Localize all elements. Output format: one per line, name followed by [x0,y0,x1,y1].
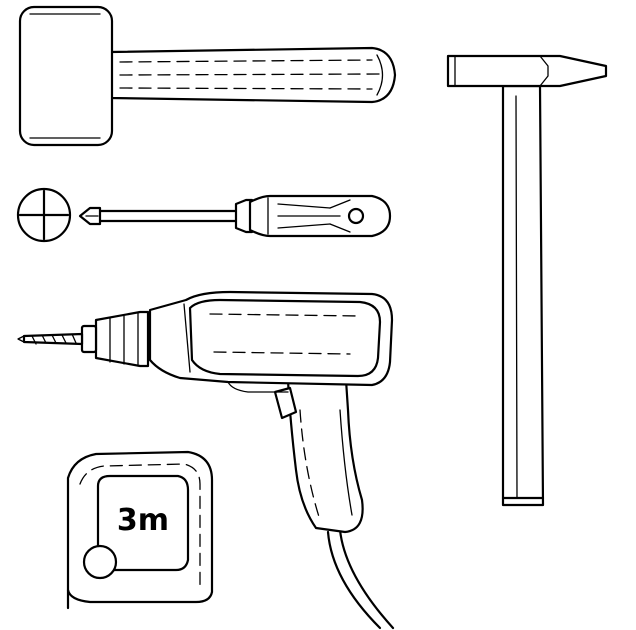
mallet-icon [18,5,397,147]
phillips-screwdriver-icon [78,194,392,238]
power-drill-icon [17,290,395,630]
tape-measure-label: 3m [117,503,169,538]
tape-measure-icon: 3m [66,450,214,610]
phillips-screw-head-icon [16,187,72,243]
hammer-icon [446,54,608,507]
